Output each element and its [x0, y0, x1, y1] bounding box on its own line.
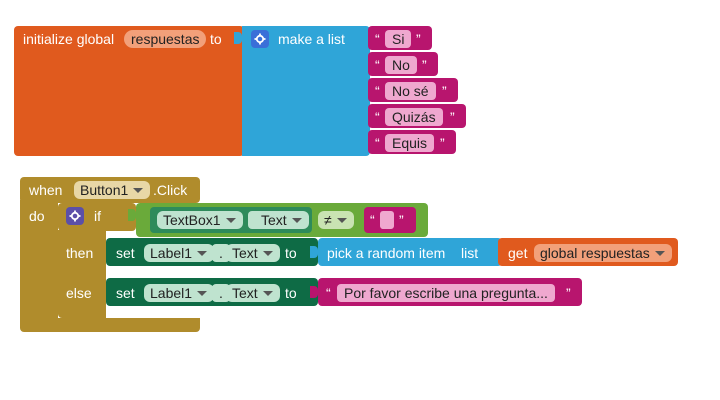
pick-list-label: list: [461, 245, 479, 261]
make-a-list-label: make a list: [278, 31, 345, 47]
get-label: get: [508, 245, 528, 261]
event-handler-body-rail: [20, 200, 58, 322]
if-mutator-gear-icon[interactable]: [66, 207, 84, 225]
list-connector-tab: [234, 32, 242, 44]
empty-text-field[interactable]: [380, 211, 394, 229]
do-label: do: [29, 208, 45, 224]
message-connector-tab: [310, 286, 318, 298]
message-text-field[interactable]: Por favor escribe una pregunta...: [337, 284, 555, 302]
then-set-label: set: [116, 245, 135, 261]
property-separator: .: [212, 244, 230, 262]
close-quote-icon: ”: [399, 212, 404, 228]
close-quote-icon: ”: [440, 135, 445, 151]
open-quote-icon: “: [375, 57, 380, 73]
list-item-text[interactable]: No sé: [385, 82, 436, 100]
if-label: if: [94, 208, 101, 224]
pick-random-item-block[interactable]: [318, 238, 502, 266]
close-quote-icon: ”: [566, 285, 571, 301]
global-variable-dropdown[interactable]: global respuestas: [534, 244, 672, 262]
initialize-to-label: to: [210, 31, 222, 47]
textbox-component-dropdown[interactable]: TextBox1: [157, 211, 243, 229]
open-quote-icon: “: [375, 31, 380, 47]
property-separator: .: [212, 284, 230, 302]
open-quote-icon: “: [375, 135, 380, 151]
initialize-global-label: initialize global: [23, 31, 115, 47]
component-dropdown[interactable]: Button1: [74, 181, 151, 199]
mutator-gear-icon[interactable]: [251, 30, 269, 48]
open-quote-icon: “: [375, 109, 380, 125]
global-variable-name-field[interactable]: respuestas: [124, 30, 207, 48]
then-label-property-dropdown[interactable]: Text: [226, 244, 280, 262]
compare-operator-dropdown[interactable]: ≠: [318, 211, 354, 229]
else-set-label: set: [116, 285, 135, 301]
event-name-label: .Click: [153, 182, 188, 198]
textbox-property-dropdown[interactable]: Text: [255, 211, 309, 229]
compare-connector-tab: [128, 209, 136, 221]
event-handler-footer: [20, 318, 200, 332]
close-quote-icon: ”: [442, 83, 447, 99]
list-item-text[interactable]: Si: [385, 30, 412, 48]
pick-connector-tab: [310, 246, 318, 258]
else-label-component-dropdown[interactable]: Label1: [144, 284, 215, 302]
else-label: else: [66, 285, 92, 301]
list-item-text[interactable]: No: [385, 56, 417, 74]
list-item-text[interactable]: Quizás: [385, 108, 443, 126]
close-quote-icon: ”: [422, 57, 427, 73]
if-block-rail: [58, 230, 106, 318]
close-quote-icon: ”: [416, 31, 421, 47]
else-label-property-dropdown[interactable]: Text: [226, 284, 280, 302]
open-quote-icon: “: [370, 212, 375, 228]
open-quote-icon: “: [326, 285, 331, 301]
open-quote-icon: “: [375, 83, 380, 99]
close-quote-icon: ”: [450, 109, 455, 125]
then-label: then: [66, 245, 94, 261]
when-label: when: [29, 182, 63, 198]
then-to-label: to: [285, 245, 297, 261]
list-item-text[interactable]: Equis: [385, 134, 435, 152]
else-to-label: to: [285, 285, 297, 301]
initialize-global-block[interactable]: [14, 26, 244, 156]
pick-random-item-label: pick a random item: [327, 245, 446, 261]
then-label-component-dropdown[interactable]: Label1: [144, 244, 215, 262]
